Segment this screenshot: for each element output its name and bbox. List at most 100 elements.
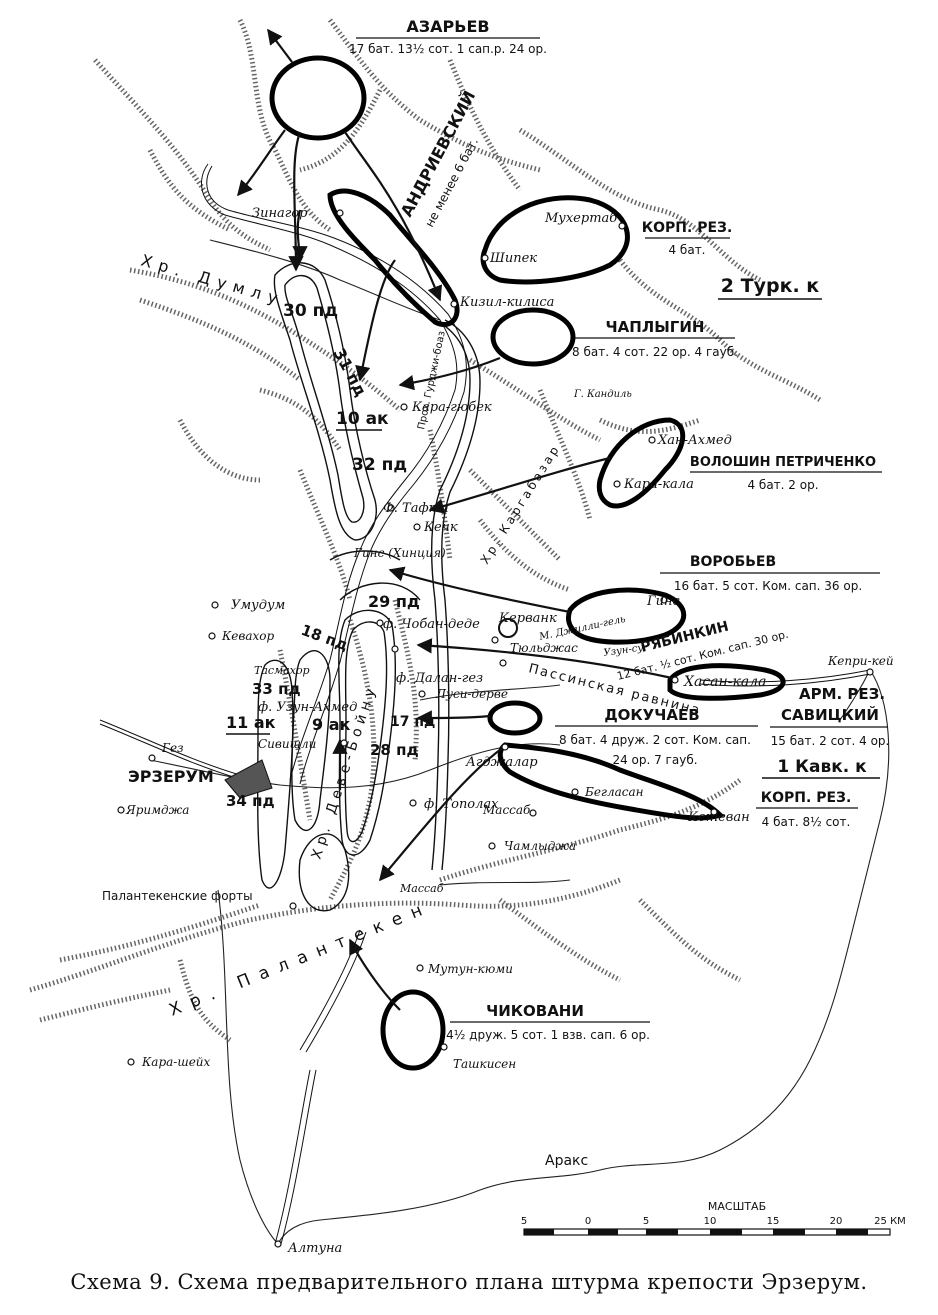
russian-groupings (269, 55, 786, 1071)
scale-tick: 0 (585, 1216, 591, 1227)
group-name: ВОЛОШИН ПЕТРИЧЕНКО (690, 455, 876, 470)
place-label: Гинс (646, 594, 681, 609)
group-strength: 8 бат. 4 сот. 22 ор. 4 гауб. (572, 345, 738, 359)
unit-label: 33 пд (252, 680, 301, 698)
azaryev-oval (269, 55, 367, 141)
scale-tick: 25 КМ (874, 1216, 906, 1227)
group-strength: 4 бат. 2 ор. (747, 478, 818, 492)
group-name: ЧИКОВАНИ (486, 1002, 584, 1020)
korp-rez-top-oval (480, 195, 630, 285)
place-label: Гез (161, 741, 184, 755)
place-label: Яримджа (125, 803, 189, 817)
group-strength: 16 бат. 5 сот. Ком. сап. 36 ор. (674, 579, 862, 593)
group-name: ВОРОБЬЕВ (690, 554, 776, 570)
unit-label: 9 ак (312, 715, 351, 734)
unit-label: 11 ак (226, 713, 276, 732)
corps-label: 1 Кавк. к (777, 757, 867, 777)
place-label: Ф. Тафта (383, 501, 449, 516)
place-label: Кара-шейх (141, 1055, 211, 1069)
place-label: Тасмахор (254, 664, 310, 677)
group-strength: 4 бат. 8½ сот. (762, 815, 851, 829)
ridge-label: Хр. Думлу (139, 251, 287, 310)
turkish-positions (256, 262, 481, 912)
group-strength: 4½ друж. 5 сот. 1 взв. сап. 6 ор. (446, 1028, 650, 1042)
place-label: ф. Далан-гез (396, 671, 483, 686)
erzerum-city-symbol (224, 759, 273, 799)
place-label: Алтуна (287, 1241, 342, 1256)
kervank-fort-symbol (498, 618, 518, 638)
unit-label: 29 пд (368, 592, 420, 611)
chaplygin-oval (490, 307, 576, 367)
mountain-hachures (29, 18, 822, 1043)
place-label: Кара-гюбек (411, 400, 492, 415)
place-label: Кетеван (687, 810, 750, 825)
settlements (117, 209, 874, 1248)
chikovani-oval (380, 989, 446, 1071)
ryabinkin-oval (667, 663, 786, 701)
stream-label: Узун-су (603, 643, 644, 659)
group-name: АЗАРЬЕВ (406, 17, 489, 36)
group-labels: АЗАРЬЕВ 17 бат. 13½ сот. 1 сап.р. 24 ор.… (349, 17, 889, 1042)
place-label: Хасан-кала (683, 674, 766, 690)
place-label: Керванк (498, 611, 557, 626)
map-caption: Схема 9. Схема предварительного плана шт… (70, 1270, 868, 1294)
place-label: Мухертаб (544, 211, 617, 226)
place-label: Палантекенские форты (102, 889, 253, 903)
group-name: ДОКУЧАЕВ (604, 706, 699, 724)
group-name: КОРП. РЕЗ. (642, 220, 733, 236)
roads (99, 163, 871, 1245)
unit-label: 28 пд (370, 741, 419, 759)
unit-label: 32 пд (352, 455, 407, 475)
enemy-unit-labels: 30 пд 31 пд 10 ак 32 пд 29 пд 18 пд 33 п… (226, 301, 435, 810)
group-name: КОРП. РЕЗ. (761, 790, 852, 806)
place-label: Умудум (231, 598, 285, 613)
dokuchaev-oval (487, 700, 543, 736)
group-strength: 15 бат. 2 сот. 4 ор. (771, 734, 890, 748)
place-label: Кечк (423, 520, 458, 535)
scale-title: МАСШТАБ (708, 1200, 766, 1213)
voloshin-oval (596, 417, 686, 509)
place-label: Зинагор (252, 206, 308, 221)
scale-tick: 5 (521, 1216, 527, 1227)
place-label: Луси-дерве (435, 687, 508, 701)
scale-tick: 10 (704, 1216, 717, 1227)
place-label: ф. Узун-Ахмед (258, 700, 357, 715)
group-strength: 24 ор. 7 гауб. (612, 753, 697, 767)
place-label: Хан-Ахмед (657, 433, 732, 448)
place-label: Кепри-кей (827, 654, 894, 668)
dokuchaev-main-oval (497, 742, 725, 821)
river-label: Аракс (545, 1153, 588, 1169)
place-label: Мутун-кюми (427, 962, 513, 976)
group-strength: 4 бат. (668, 243, 705, 257)
place-label: Кевахор (221, 629, 275, 643)
operations-map: МАСШТАБ 5 0 5 10 15 20 25 КМ АЗАРЬЕВ 17 … (29, 17, 906, 1256)
place-label: Массаб (399, 882, 444, 895)
place-label: ф. Тополах (424, 797, 499, 812)
place-label: Гинс (Хинция) (353, 546, 446, 560)
unit-label: 17 пд (390, 714, 435, 730)
group-name: ЧАПЛЫГИН (606, 318, 705, 336)
place-label: Агджалар (465, 755, 538, 770)
group-strength: 17 бат. 13½ сот. 1 сап.р. 24 ор. (349, 42, 547, 56)
place-label: ф. Чобан-деде (383, 617, 480, 632)
place-label: Г. Кандиль (573, 389, 632, 400)
unit-label: 10 ак (336, 409, 389, 429)
place-label: Сивишли (258, 737, 316, 751)
place-label: Ташкисен (453, 1057, 516, 1071)
place-label: Кизил-килиса (459, 295, 554, 310)
group-strength: 8 бат. 4 друж. 2 сот. Ком. сап. (559, 733, 751, 747)
group-name: АРМ. РЕЗ. (799, 685, 885, 703)
place-label: Бегласан (584, 785, 644, 799)
scale-tick: 5 (643, 1216, 649, 1227)
group-commander: САВИЦКИЙ (781, 705, 879, 724)
rivers (149, 239, 890, 1245)
attack-arrows (237, 28, 673, 1011)
place-labels: Зинагор Мухертаб Шипек Кизил-килиса Кара… (102, 206, 894, 1256)
place-label: Кара-кала (623, 477, 694, 492)
city-label: ЭРЗЕРУМ (128, 767, 214, 786)
place-label: Массаб (482, 803, 531, 817)
vorobyev-oval (565, 587, 687, 645)
scale-bar: МАСШТАБ 5 0 5 10 15 20 25 КМ (521, 1200, 906, 1236)
ridge-label: Хр. Каргабазар (478, 442, 563, 567)
andrievsky-oval (327, 188, 460, 327)
